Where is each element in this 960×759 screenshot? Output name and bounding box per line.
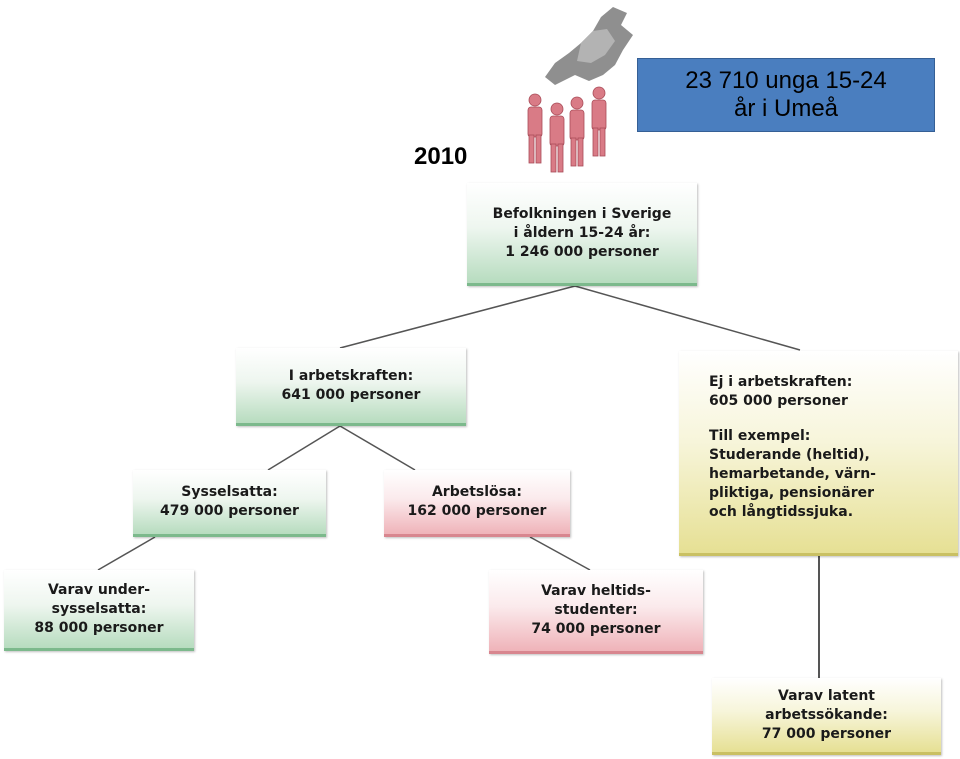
node-latent-jobseekers: Varav latent arbetssökande: 77 000 perso… bbox=[712, 678, 941, 755]
link-labor-unemployed bbox=[339, 425, 416, 471]
year-label: 2010 bbox=[414, 143, 468, 170]
node-latent-jobseekers-line-3: 77 000 personer bbox=[761, 725, 892, 742]
node-unemployed-line-1: Arbetslösa: bbox=[431, 484, 523, 500]
node-latent-jobseekers-line-2: arbetssökande: bbox=[765, 706, 888, 723]
node-not-labor-force: Ej i arbetskraften: 605 000 personer Til… bbox=[679, 351, 958, 556]
node-example-line-2: Studerande (heltid), bbox=[709, 447, 870, 463]
link-employed-under bbox=[97, 536, 156, 571]
node-not-labor-force-line-2: 605 000 personer bbox=[709, 393, 848, 409]
node-example-line-3: hemarbetande, värn- bbox=[709, 466, 876, 482]
node-employed-line-1: Sysselsatta: bbox=[181, 484, 278, 500]
node-fulltime-students-line-2: studenter: bbox=[554, 602, 638, 618]
headline-box: 23 710 unga 15-24 år i Umeå bbox=[637, 58, 935, 132]
node-labor-force-line-2: 641 000 personer bbox=[281, 386, 421, 403]
node-fulltime-students-line-1: Varav heltids- bbox=[541, 583, 651, 599]
node-underemployed-line-3: 88 000 personer bbox=[34, 619, 164, 636]
link-labor-employed bbox=[267, 425, 341, 471]
link-root-labor bbox=[339, 285, 576, 349]
node-fulltime-students: Varav heltids- studenter: 74 000 persone… bbox=[489, 570, 703, 654]
node-population-line-1: Befolkningen i Sverige bbox=[492, 205, 672, 222]
link-root-notlabor bbox=[574, 285, 801, 351]
node-employed: Sysselsatta: 479 000 personer bbox=[133, 470, 326, 537]
node-population-line-3: 1 246 000 personer bbox=[505, 243, 659, 260]
node-example-line-4: pliktiga, pensionärer bbox=[709, 485, 875, 501]
node-latent-jobseekers-line-1: Varav latent bbox=[778, 687, 875, 704]
node-underemployed-line-2: sysselsatta: bbox=[51, 600, 147, 617]
node-underemployed: Varav under- sysselsatta: 88 000 persone… bbox=[4, 570, 194, 651]
node-population-line-2: i åldern 15-24 år: bbox=[513, 224, 651, 241]
headline-line-2: år i Umeå bbox=[733, 95, 839, 122]
node-underemployed-line-1: Varav under- bbox=[47, 581, 151, 598]
headline-line-1: 23 710 unga 15-24 bbox=[685, 67, 887, 94]
node-labor-force: I arbetskraften: 641 000 personer bbox=[236, 348, 466, 426]
node-unemployed: Arbetslösa: 162 000 personer bbox=[384, 470, 570, 537]
node-unemployed-line-2: 162 000 personer bbox=[407, 503, 547, 519]
node-example-line-5: och långtidssjuka. bbox=[709, 504, 854, 520]
node-fulltime-students-line-3: 74 000 personer bbox=[531, 621, 661, 637]
node-employed-line-2: 479 000 personer bbox=[160, 503, 299, 519]
node-example-line-1: Till exempel: bbox=[709, 428, 811, 444]
node-not-labor-force-line-1: Ej i arbetskraften: bbox=[709, 374, 853, 390]
link-unemployed-students bbox=[529, 536, 591, 571]
node-labor-force-line-1: I arbetskraften: bbox=[288, 367, 414, 384]
node-population: Befolkningen i Sverige i åldern 15-24 år… bbox=[467, 183, 697, 286]
people-map-icon bbox=[527, 7, 633, 173]
